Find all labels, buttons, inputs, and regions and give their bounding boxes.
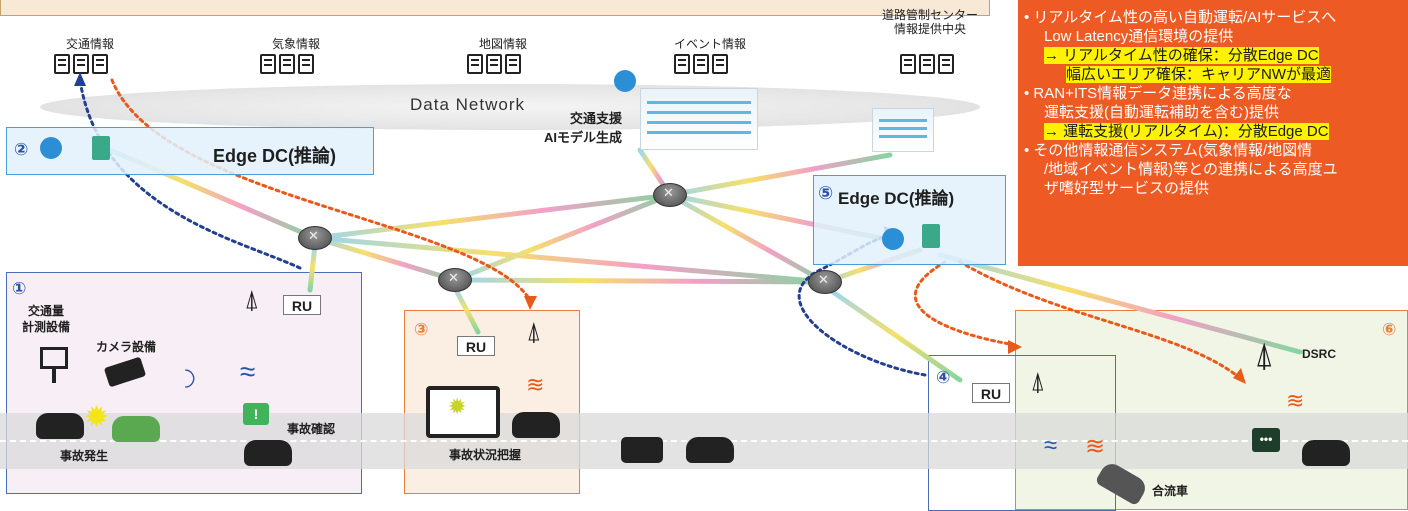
signal-icon: ≋ bbox=[526, 372, 545, 397]
warning-icon: ! bbox=[243, 403, 269, 425]
edge-server-icon bbox=[92, 136, 110, 160]
source-road-control-label: 道路管制センター 情報提供中央 bbox=[881, 8, 978, 36]
data-network-label: Data Network bbox=[410, 95, 525, 114]
router-icon bbox=[438, 268, 472, 292]
car-icon bbox=[36, 413, 84, 439]
crash-burst-icon: ✹ bbox=[84, 401, 110, 434]
ai-brain-icon bbox=[614, 70, 636, 92]
merge-car-label: 合流車 bbox=[1152, 484, 1189, 498]
dsrc-label: DSRC bbox=[1302, 347, 1337, 361]
signal-icon: ≋ bbox=[1085, 433, 1106, 460]
router-icon bbox=[298, 226, 332, 250]
dsrc-tower-icon: ⍋ bbox=[1254, 336, 1275, 374]
server-icon bbox=[467, 54, 521, 74]
accident-occur-label: 事故発生 bbox=[60, 449, 109, 463]
edge-right-number: ⑤ bbox=[818, 183, 834, 203]
accident-confirm-label: 事故確認 bbox=[287, 422, 336, 436]
edge-server-icon bbox=[922, 224, 940, 248]
traffic-sensor-icon bbox=[40, 347, 68, 369]
antenna-tower-icon: ⍋ bbox=[244, 284, 260, 314]
router-icon bbox=[653, 183, 687, 207]
panel-bullet-2-line1: • RAN+ITS情報データ連携による高度な bbox=[1024, 85, 1292, 102]
car-icon bbox=[512, 412, 560, 438]
sensor-pole bbox=[52, 369, 56, 383]
data-network-cloud bbox=[40, 84, 980, 130]
ru-zone3: RU bbox=[457, 336, 495, 356]
server-icon bbox=[900, 54, 954, 74]
zone-3-number: ③ bbox=[414, 320, 429, 339]
panel-bullet-3-line2: /地域イベント情報)等との連携による高度ユ bbox=[1044, 161, 1338, 178]
source-event-label: イベント情報 bbox=[673, 37, 746, 51]
panel-bullet-3-line3: ザ嗜好型サービスの提供 bbox=[1044, 180, 1210, 197]
zone-6-area bbox=[1015, 310, 1408, 510]
edge-left-label: Edge DC(推論) bbox=[213, 146, 336, 166]
panel-bullet-1-line1: • リアルタイム性の高い自動運転/AIサービスへ bbox=[1024, 9, 1337, 26]
ru-zone4: RU bbox=[972, 383, 1010, 403]
edge-right-label: Edge DC(推論) bbox=[838, 189, 955, 208]
traffic-equipment-label: 交通量 計測設備 bbox=[22, 304, 71, 334]
zone-4-number: ④ bbox=[936, 368, 951, 387]
center-label-line2: AIモデル生成 bbox=[544, 130, 623, 145]
signal-icon: ≋ bbox=[1286, 388, 1305, 413]
router-icon bbox=[808, 270, 842, 294]
crash-burst-icon: ✹ bbox=[448, 394, 467, 419]
police-car-icon bbox=[686, 437, 734, 463]
zone-1-number: ① bbox=[12, 279, 27, 298]
message-icon: ••• bbox=[1252, 428, 1280, 452]
wifi-icon: ≈ bbox=[240, 356, 256, 387]
car-icon bbox=[1302, 440, 1350, 466]
source-traffic-label: 交通情報 bbox=[65, 37, 114, 51]
central-datacenter-building bbox=[640, 88, 758, 150]
road-control-building bbox=[872, 108, 934, 152]
camera-equipment-label: カメラ設備 bbox=[96, 340, 157, 354]
edge-left-number: ② bbox=[14, 140, 29, 159]
panel-bullet-2-line2: 運転支援(自動運転補助を含む)提供 bbox=[1044, 104, 1279, 121]
panel-bullet-1-line3: → リアルタイム性の確保：分散Edge DC bbox=[1044, 47, 1319, 64]
ambulance-icon bbox=[621, 437, 663, 463]
source-weather-label: 気象情報 bbox=[271, 37, 320, 51]
antenna-tower-icon: ⍋ bbox=[526, 316, 542, 346]
server-icon bbox=[54, 54, 108, 74]
source-map-label: 地図情報 bbox=[478, 37, 527, 51]
antenna-tower-icon: ⍋ bbox=[1030, 366, 1046, 396]
panel-bullet-1-line2: Low Latency通信環境の提供 bbox=[1044, 28, 1234, 45]
edge-dc-left-box bbox=[6, 127, 374, 175]
ai-brain-icon bbox=[882, 228, 904, 250]
ai-brain-icon bbox=[40, 137, 62, 159]
server-icon bbox=[674, 54, 728, 74]
car-icon bbox=[244, 440, 292, 466]
wifi-icon: ◠ bbox=[172, 368, 200, 389]
benefits-panel: • リアルタイム性の高い自動運転/AIサービスへ Low Latency通信環境… bbox=[1018, 0, 1408, 266]
panel-bullet-1-line4: 幅広いエリア確保：キャリアNWが最適 bbox=[1066, 66, 1331, 83]
panel-bullet-2-line3: → 運転支援(リアルタイム)：分散Edge DC bbox=[1044, 123, 1329, 140]
center-label-line1: 交通支援 bbox=[570, 111, 623, 126]
panel-bullet-3-line1: • その他情報通信システム(気象情報/地図情 bbox=[1024, 142, 1313, 159]
zone-6-number: ⑥ bbox=[1382, 320, 1397, 339]
wifi-icon: ≈ bbox=[1044, 432, 1058, 459]
edge-dc-right-box bbox=[813, 175, 1006, 265]
ru-zone1: RU bbox=[283, 295, 321, 315]
accident-grasp-label: 事故状況把握 bbox=[449, 448, 522, 462]
tablet-icon bbox=[426, 386, 500, 438]
car-icon bbox=[112, 416, 160, 442]
server-icon bbox=[260, 54, 314, 74]
top-banner-strip bbox=[0, 0, 990, 16]
